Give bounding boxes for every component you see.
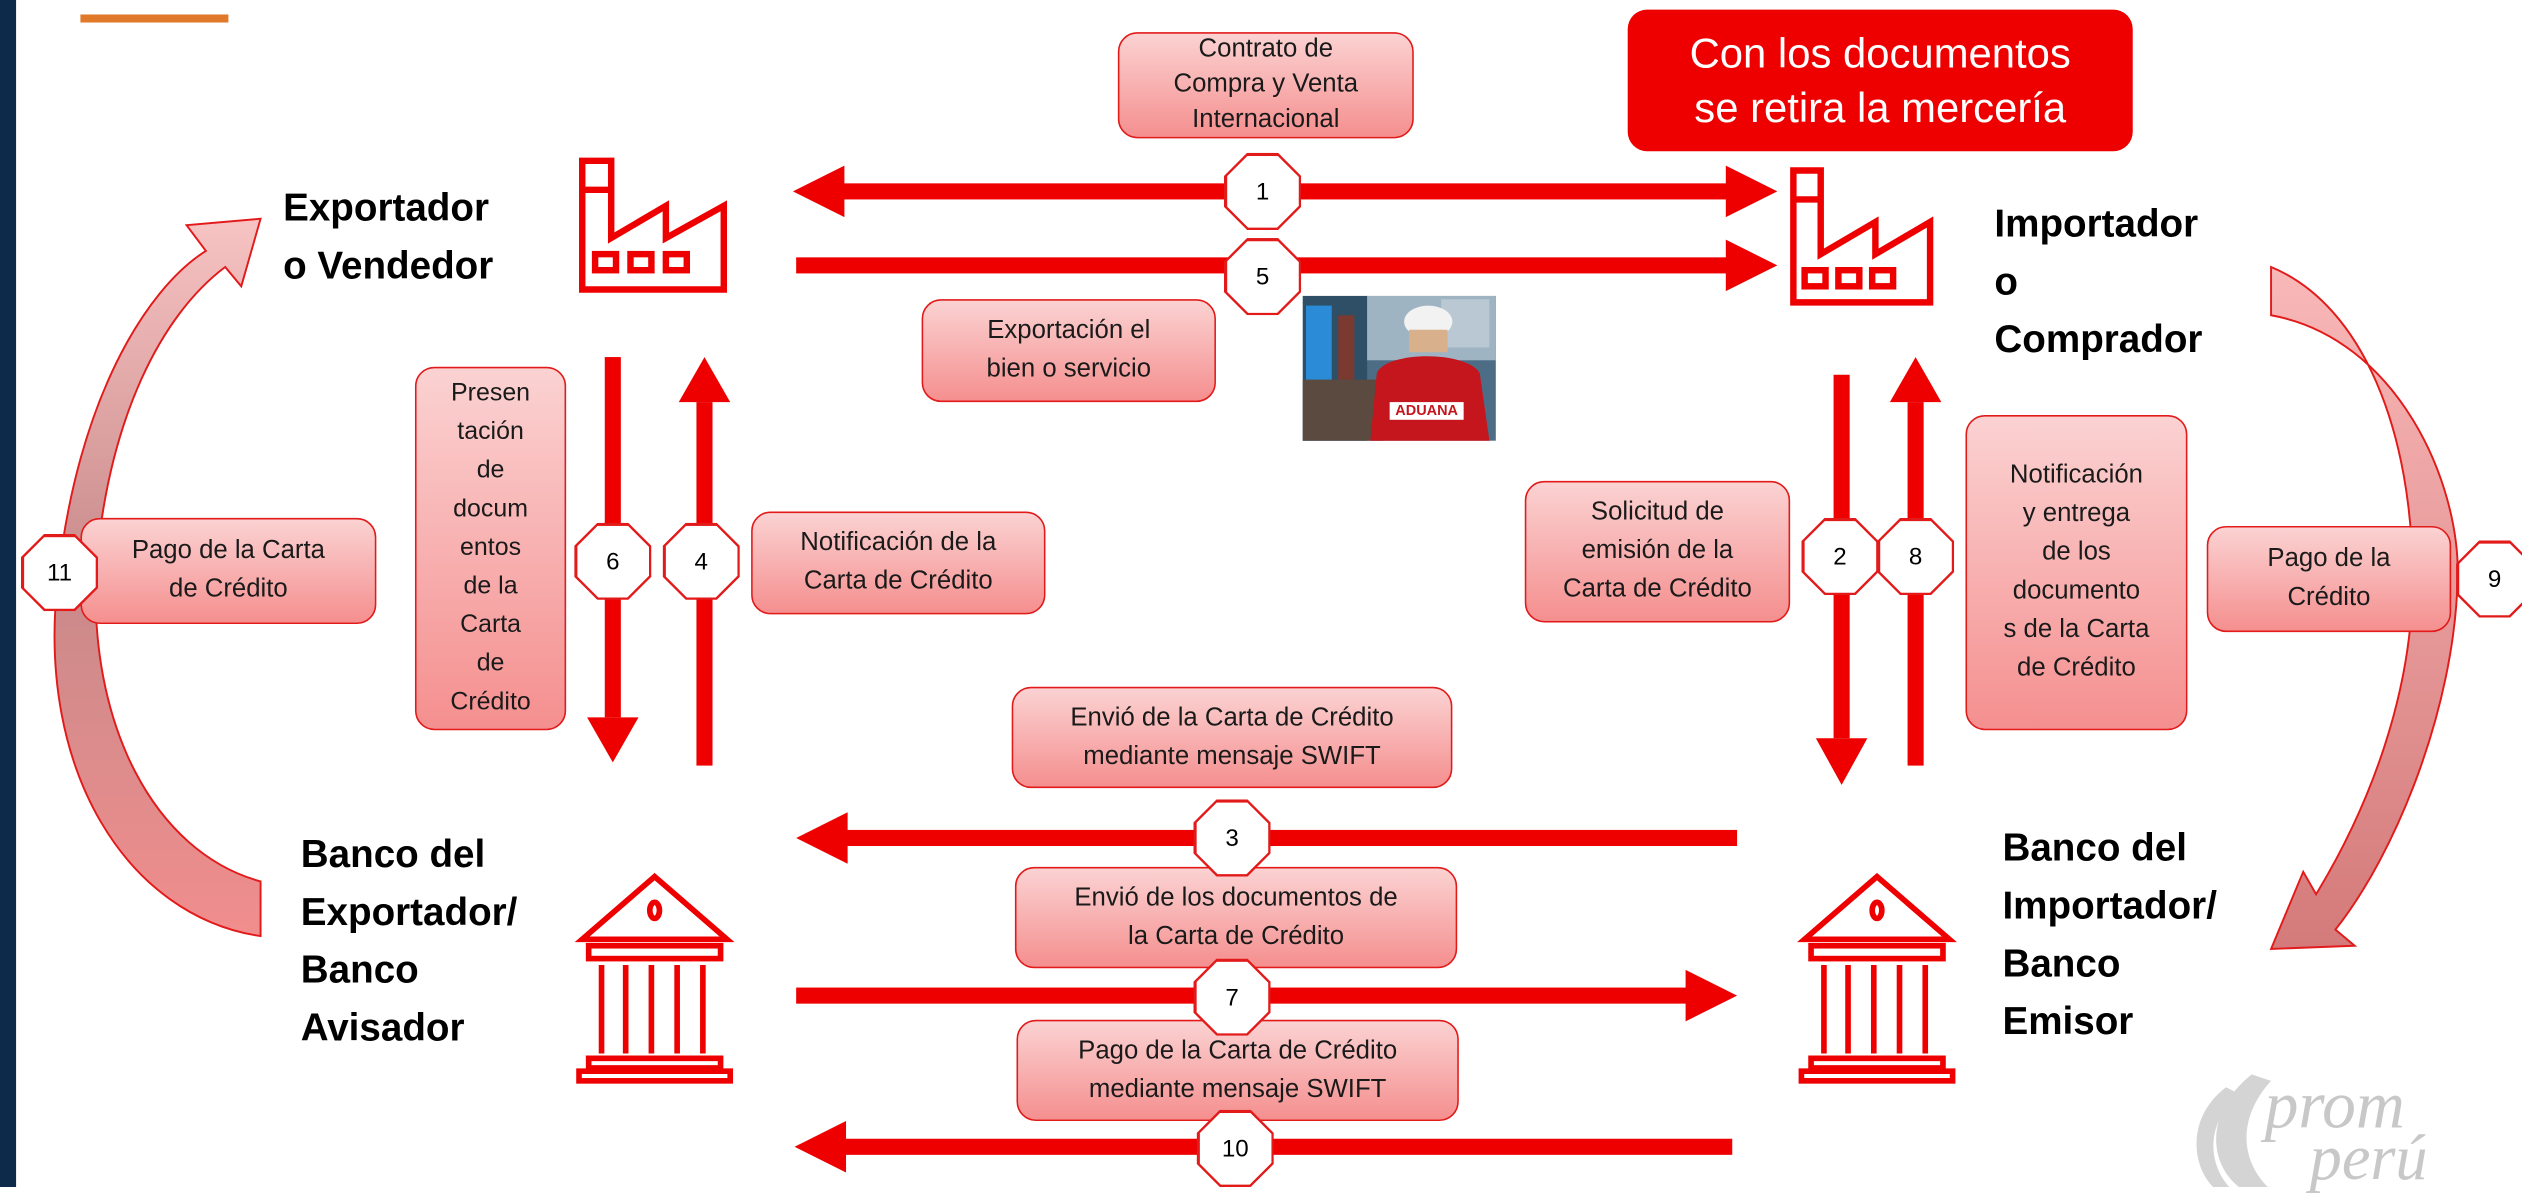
step-11: 11 — [20, 533, 99, 612]
step-1: 1 — [1223, 152, 1302, 231]
box-swift-payment: Pago de la Carta de Crédito mediante men… — [1016, 1019, 1459, 1122]
box-presentation: Presen tación de docum entos de la Carta… — [414, 366, 567, 731]
photo-label: ADUANA — [1395, 402, 1459, 419]
logo-text-peru: perú — [2309, 1121, 2428, 1193]
actor-exporter-bank: Banco del Exportador/ Banco Avisador — [300, 833, 518, 1051]
box-docs-send: Envió de los documentos de la Carta de C… — [1014, 866, 1458, 969]
step-4: 4 — [662, 522, 740, 600]
arrow-3-left — [796, 812, 1738, 864]
step-6: 6 — [574, 522, 652, 600]
curved-arrow-icon — [2269, 265, 2459, 950]
box-issue-request: Solicitud de emisión de la Carta de Créd… — [1524, 480, 1791, 623]
arrow-10-left — [794, 1121, 1733, 1173]
step-8: 8 — [1877, 517, 1955, 596]
factory-icon — [1790, 167, 1934, 306]
curved-arrow-icon — [53, 217, 262, 938]
actor-importer-bank: Banco del Importador/ Banco Emisor — [2002, 826, 2217, 1044]
box-notification-lc: Notificación de la Carta de Crédito — [751, 511, 1046, 615]
box-contract: Contrato de Compra y Venta Internacional — [1117, 32, 1414, 139]
factory-icon — [579, 157, 727, 293]
step-9: 9 — [2456, 540, 2522, 618]
box-payment-lc-left: Pago de la Carta de Crédito — [80, 517, 377, 625]
sidebar-strip — [0, 0, 17, 1187]
box-payment-credit-right: Pago de la Crédito — [2206, 525, 2452, 633]
headline-banner: Con los documentos se retira la mercería — [1627, 9, 2133, 152]
bank-icon — [1797, 872, 1957, 1084]
bank-icon — [574, 872, 735, 1084]
logo-text-prom: prom — [2264, 1069, 2405, 1144]
box-export-goods: Exportación el bien o servicio — [921, 299, 1216, 403]
box-notify-deliver: Notificación y entrega de los documento … — [1965, 414, 2188, 731]
accent-line — [80, 14, 229, 23]
promperu-logo — [2196, 1074, 2272, 1187]
step-5: 5 — [1223, 238, 1302, 316]
step-3: 3 — [1193, 799, 1271, 877]
box-swift-send: Envió de la Carta de Crédito mediante me… — [1011, 686, 1453, 789]
step-7: 7 — [1193, 958, 1271, 1036]
actor-exporter: Exportador o Vendedor — [283, 186, 494, 288]
actor-importer: Importador o Comprador — [1994, 202, 2203, 362]
customs-photo — [1302, 295, 1496, 441]
step-10: 10 — [1196, 1109, 1274, 1187]
step-2: 2 — [1801, 517, 1879, 596]
